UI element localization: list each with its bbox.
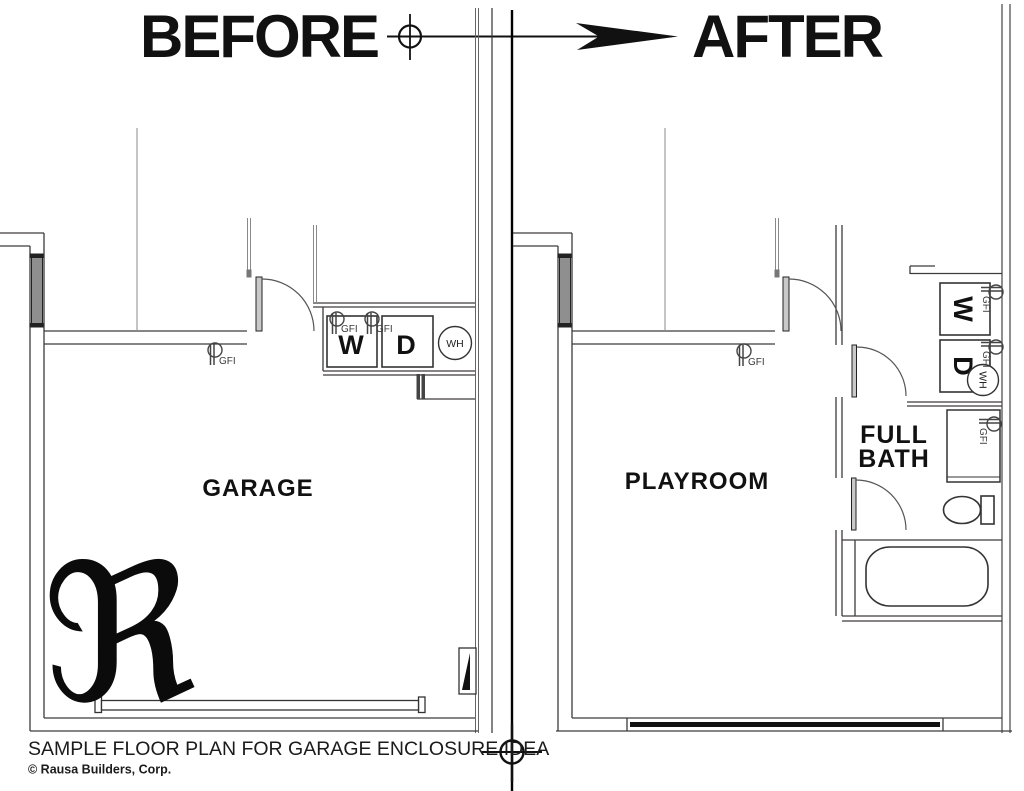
before-room-label: GARAGE (202, 475, 313, 502)
before-interior-light-lines (136, 128, 317, 331)
gfi-label: GFI (980, 296, 991, 313)
rausa-logo: ℜ (42, 524, 197, 745)
full-bath-label-line2: BATH (858, 445, 930, 473)
after-room-label: PLAYROOM (625, 468, 769, 495)
arrow-icon (387, 14, 678, 60)
gfi-outlet-icon: GFI (977, 416, 1002, 445)
opening-tick (416, 374, 420, 399)
after-title: AFTER (692, 3, 884, 70)
after-water-heater (966, 363, 1000, 397)
infill-wall-window (630, 722, 940, 727)
gfi-outlet-icon: GFI (980, 339, 1004, 368)
gfi-outlet-icon: GFI (364, 311, 393, 335)
partition-lines (475, 4, 1011, 791)
bathtub (865, 546, 989, 607)
gfi-outlet-icon: GFI (980, 284, 1004, 313)
opening-tick (421, 374, 425, 399)
before-dryer-box (381, 315, 434, 368)
after-water-heater-label: WH (977, 371, 989, 389)
gfi-label: GFI (376, 324, 393, 335)
garage-door (94, 696, 426, 714)
footer-title: SAMPLE FLOOR PLAN FOR GARAGE ENCLOSURE I… (28, 738, 549, 760)
before-interior-door (255, 276, 315, 332)
gfi-label: GFI (219, 356, 236, 367)
bottom-crosshair-icon (482, 724, 542, 782)
gfi-label: GFI (977, 428, 988, 445)
after-walls (513, 225, 1012, 732)
door-jamb-tick (774, 269, 780, 278)
before-walls (0, 232, 478, 732)
gfi-label: GFI (341, 324, 358, 335)
after-interior-door (782, 276, 842, 332)
bath-door (851, 477, 907, 531)
before-water-heater-label: WH (446, 338, 464, 350)
after-window (557, 253, 572, 328)
after-interior-light-lines (664, 128, 779, 331)
footer: SAMPLE FLOOR PLAN FOR GARAGE ENCLOSURE I… (28, 738, 549, 777)
full-bath-label-line1: FULL (860, 421, 928, 449)
gfi-label: GFI (748, 357, 765, 368)
before-water-heater (437, 325, 473, 361)
vanity-sink (946, 409, 1001, 483)
after-washer-label: W (948, 296, 978, 322)
wall-niche-marker (458, 647, 477, 695)
gfi-outlet-icon: GFI (207, 342, 236, 367)
gfi-outlet-icon: GFI (329, 311, 358, 335)
gfi-label: GFI (980, 351, 991, 368)
laundry-door (851, 344, 907, 398)
after-plan: W D WH GFI GFI (513, 128, 1012, 732)
door-jamb-tick (246, 269, 252, 278)
before-plan: W D WH GFI GFI GFI (0, 128, 478, 745)
footer-copyright: © Rausa Builders, Corp. (28, 763, 171, 777)
before-dryer-label: D (396, 330, 416, 360)
header: BEFORE AFTER (140, 3, 886, 70)
before-window (29, 253, 44, 328)
before-washer-label: W (338, 330, 364, 360)
toilet (942, 495, 995, 525)
gfi-outlet-icon: GFI (736, 343, 765, 368)
before-title: BEFORE (140, 3, 378, 70)
